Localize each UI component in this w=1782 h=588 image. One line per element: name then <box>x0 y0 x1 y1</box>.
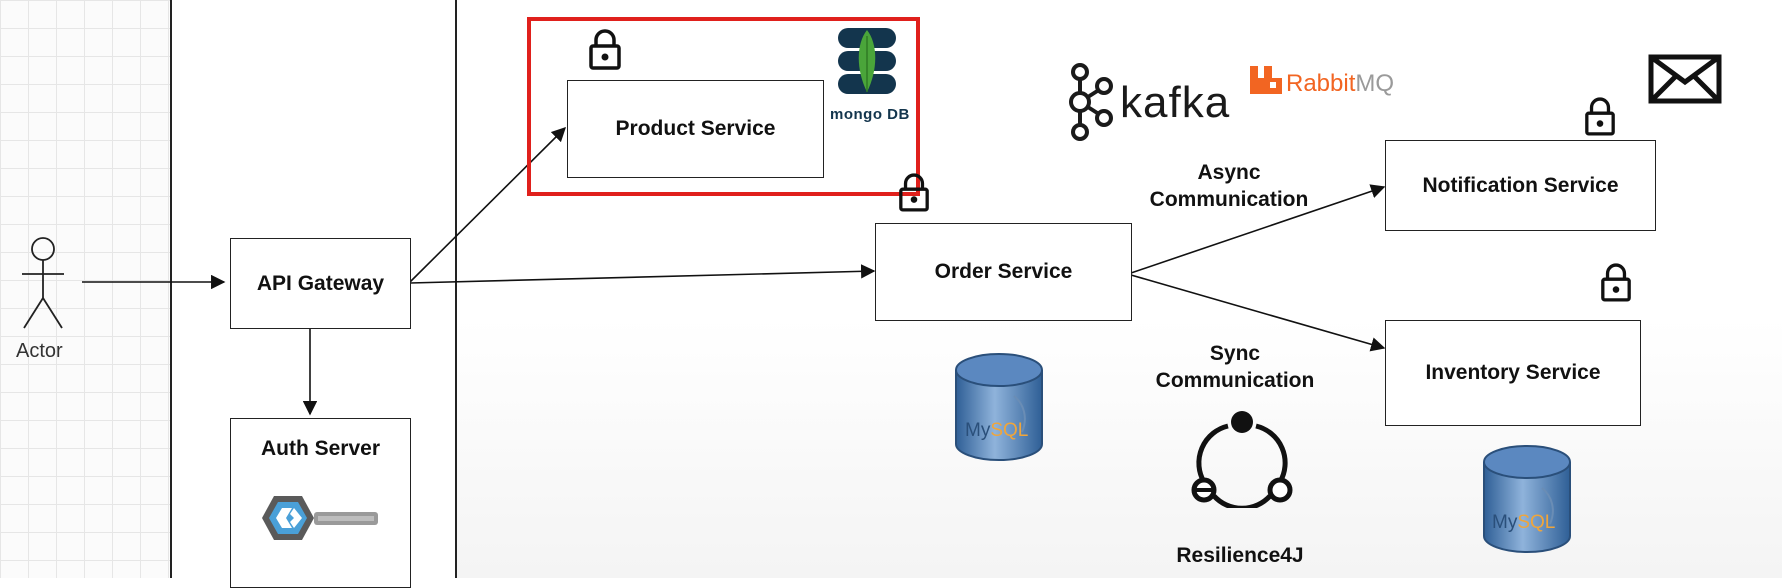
api-gateway-label: API Gateway <box>256 271 385 295</box>
product-service-highlight <box>527 17 920 196</box>
async-line2: Communication <box>1149 188 1309 211</box>
boundary-line-left <box>170 0 172 578</box>
mysql-database-icon-order <box>955 353 1043 461</box>
kafka-logo-icon <box>1069 63 1113 141</box>
arrow-gateway-to-product <box>409 126 567 283</box>
inventory-service-box[interactable]: Inventory Service <box>1385 320 1641 426</box>
lock-icon-product <box>589 29 621 70</box>
actor-label: Actor <box>16 340 63 362</box>
sync-line2: Communication <box>1155 369 1315 392</box>
arrow-order-to-inventory <box>1130 274 1386 352</box>
mysql-sql-text: SQL <box>1517 512 1556 533</box>
kafka-logo-text: kafka <box>1120 78 1231 127</box>
mongodb-logo-text: mongo DB <box>830 106 910 123</box>
product-service-label: Product Service <box>615 117 776 140</box>
lock-icon-order <box>899 173 929 212</box>
auth-server-box[interactable]: Auth Server <box>230 418 411 588</box>
arrow-order-to-notification <box>1130 184 1386 274</box>
rabbitmq-logo-icon <box>1250 66 1282 94</box>
notification-service-label: Notification Service <box>1422 173 1619 197</box>
sync-line1: Sync <box>1209 342 1261 365</box>
envelope-icon <box>1648 54 1722 104</box>
resilience4j-circuit-icon <box>1191 411 1293 508</box>
mysql-logo-text-order: MySQL <box>965 420 1028 442</box>
product-service-box[interactable]: Product Service <box>567 80 824 178</box>
order-service-box[interactable]: Order Service <box>875 223 1132 321</box>
lock-icon-inventory <box>1601 263 1631 302</box>
mysql-my-text: My <box>965 420 991 441</box>
mysql-my-text: My <box>1492 512 1518 533</box>
canvas-grid <box>0 0 170 578</box>
async-communication-label: Async Communication <box>1134 159 1324 213</box>
keycloak-logo-icon <box>262 496 378 540</box>
sync-communication-label: Sync Communication <box>1140 340 1330 394</box>
resilience4j-label: Resilience4J <box>1176 544 1304 567</box>
mongodb-database-icon <box>838 28 896 94</box>
actor-stick-figure-icon <box>22 237 64 329</box>
lock-icon-notification <box>1585 97 1615 136</box>
rabbitmq-logo-text: RabbitMQ <box>1286 70 1394 98</box>
auth-server-label: Auth Server <box>260 437 381 460</box>
api-gateway-box[interactable]: API Gateway <box>230 238 411 329</box>
rabbitmq-rabbit-text: Rabbit <box>1286 70 1356 97</box>
inventory-service-label: Inventory Service <box>1425 361 1601 384</box>
notification-service-box[interactable]: Notification Service <box>1385 140 1656 231</box>
rabbitmq-mq-text: MQ <box>1355 70 1395 97</box>
order-service-label: Order Service <box>934 260 1073 283</box>
mysql-logo-text-inventory: MySQL <box>1492 512 1555 534</box>
mysql-sql-text: SQL <box>990 420 1029 441</box>
boundary-line-right <box>455 0 457 578</box>
async-line1: Async <box>1197 161 1261 184</box>
mysql-database-icon-inventory <box>1483 445 1571 553</box>
arrow-gateway-to-order <box>409 264 876 284</box>
